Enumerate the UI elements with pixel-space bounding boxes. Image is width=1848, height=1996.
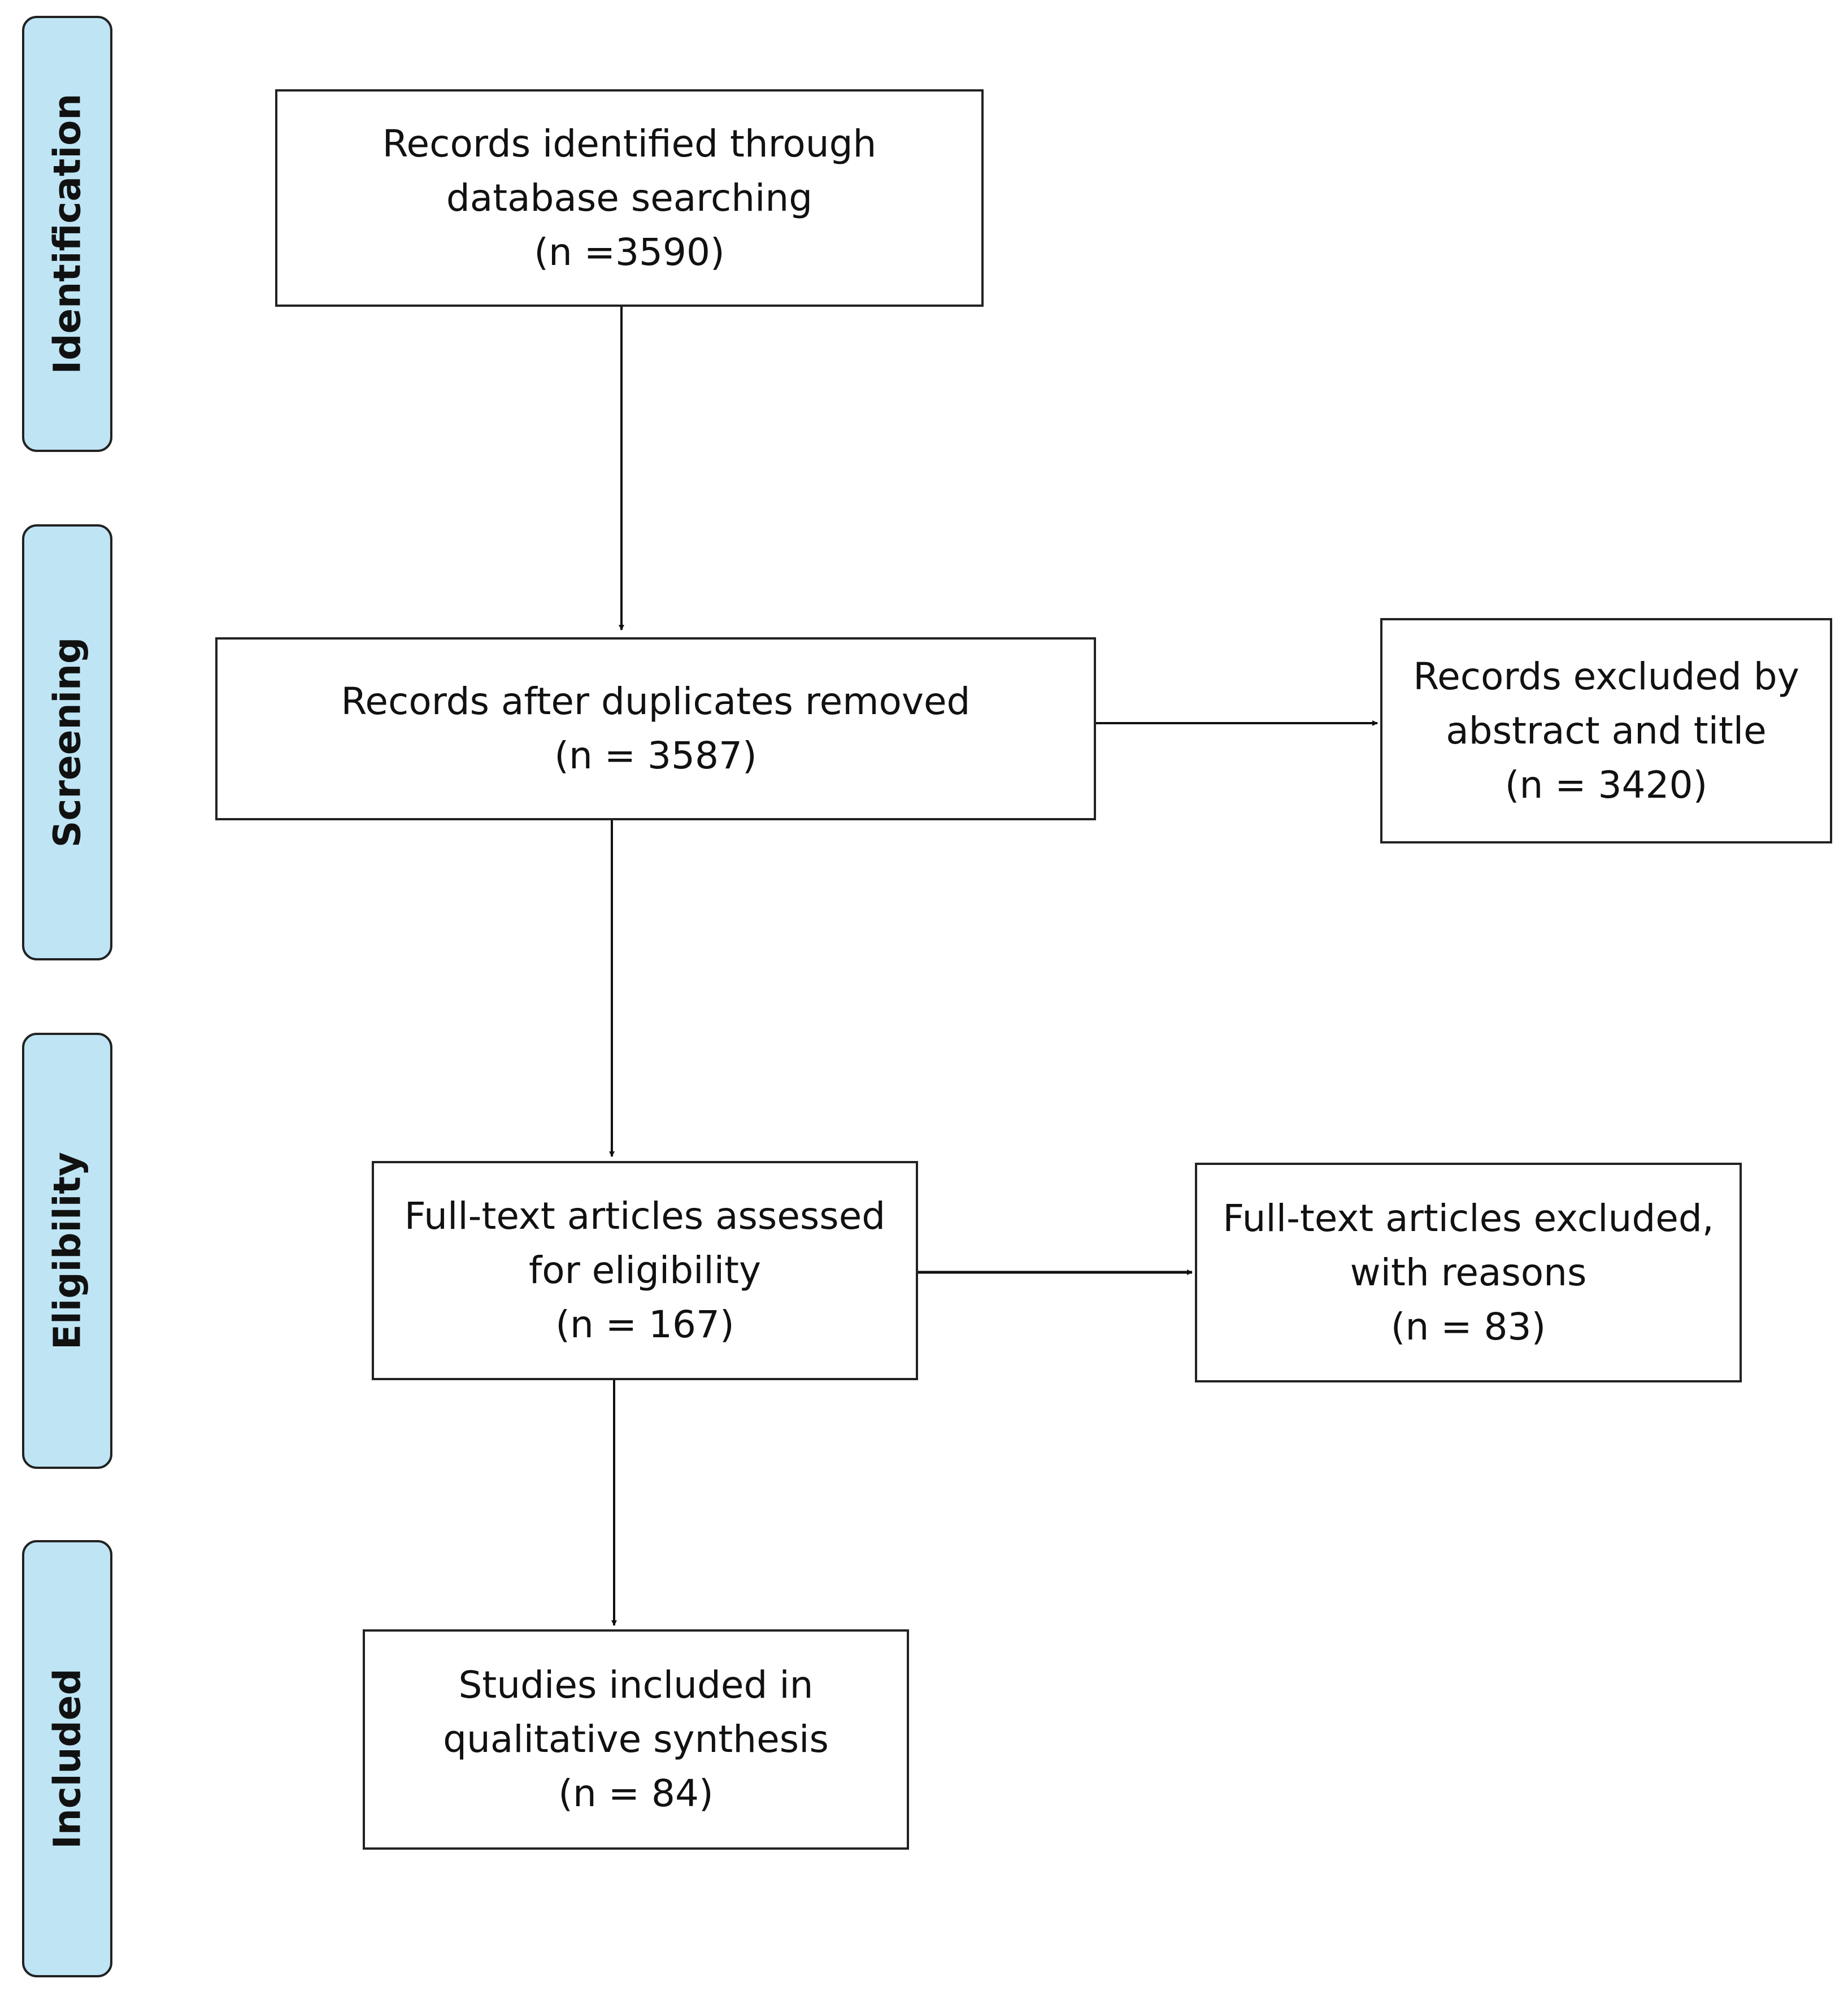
stage-label-eligibility: Eligibility xyxy=(45,1152,89,1350)
box-text-line: database searching xyxy=(446,176,813,220)
records-excluded-box: Records excluded by abstract and title (… xyxy=(1380,618,1832,843)
studies-included-box: Studies included in qualitative synthesi… xyxy=(363,1629,909,1850)
box-text-line: qualitative synthesis xyxy=(443,1717,829,1761)
stage-label-included: Included xyxy=(45,1668,89,1849)
box-count: (n =3590) xyxy=(534,230,725,274)
fulltext-excluded-box: Full-text articles excluded, with reason… xyxy=(1195,1163,1742,1382)
records-after-duplicates-box: Records after duplicates removed (n = 35… xyxy=(215,637,1096,820)
box-text-line: with reasons xyxy=(1350,1250,1587,1294)
stage-screening: Screening xyxy=(22,524,112,960)
box-count: (n = 84) xyxy=(558,1772,714,1815)
box-text-line: for eligibility xyxy=(528,1249,762,1292)
stage-label-screening: Screening xyxy=(45,637,89,848)
stage-included: Included xyxy=(22,1540,112,1977)
records-identified-box: Records identified through database sear… xyxy=(275,89,984,307)
box-text-line: Full-text articles excluded, xyxy=(1223,1196,1714,1240)
box-text-line: Full-text articles assessed xyxy=(404,1194,886,1238)
box-text-line: Records after duplicates removed xyxy=(341,680,971,723)
box-count: (n = 3587) xyxy=(554,734,757,777)
box-text-line: abstract and title xyxy=(1446,708,1767,753)
box-count: (n = 167) xyxy=(555,1303,734,1346)
fulltext-assessed-box: Full-text articles assessed for eligibil… xyxy=(372,1161,918,1380)
stage-label-identification: Identification xyxy=(45,93,89,375)
box-count: (n = 83) xyxy=(1390,1304,1546,1349)
box-text-line: Records excluded by xyxy=(1413,654,1799,698)
box-text-line: Records identified through xyxy=(382,121,877,166)
stage-eligibility: Eligibility xyxy=(22,1033,112,1469)
stage-identification: Identification xyxy=(22,16,112,452)
box-count: (n = 3420) xyxy=(1505,763,1708,807)
box-text-line: Studies included in xyxy=(458,1663,814,1707)
